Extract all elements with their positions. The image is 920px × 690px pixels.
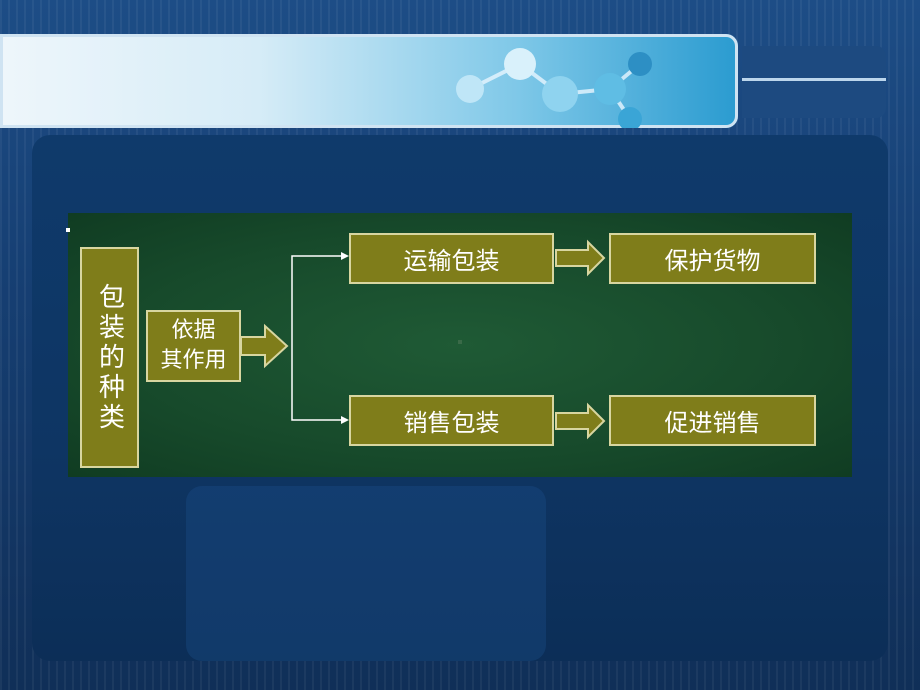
molecule-graphic [456,48,652,128]
arrow-sales-promote [555,402,606,440]
transport-packaging-node: 运输包装 [349,233,554,284]
branch-arrowhead-top [341,252,349,260]
bullet-marker [66,228,70,232]
basis-node: 依据 其作用 [146,310,241,382]
center-dot [458,340,462,344]
root-node: 包装的种类 [80,247,139,468]
arrow-transport-protect [555,239,606,277]
panel-inner-block [186,486,546,661]
promote-sales-node: 促进销售 [609,395,816,446]
protect-goods-node: 保护货物 [609,233,816,284]
branch-bracket [291,255,345,421]
header-right-block [742,46,886,118]
header-banner [0,34,738,128]
branch-arrowhead-bottom [341,416,349,424]
sales-packaging-node: 销售包装 [349,395,554,446]
header-line [742,78,886,81]
basis-arrow [240,323,289,369]
